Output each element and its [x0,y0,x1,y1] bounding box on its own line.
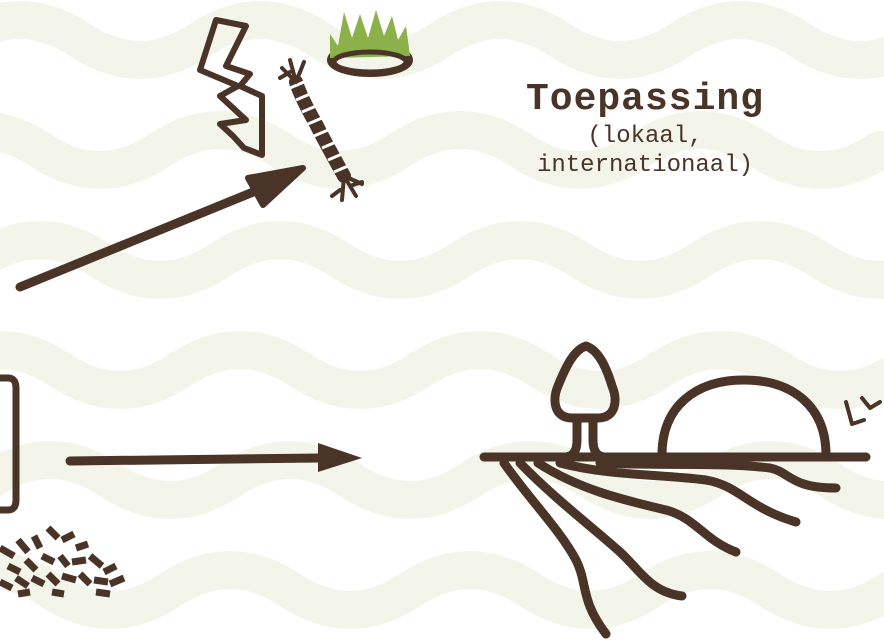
container-outline-icon [0,378,16,510]
wood-pellets-icon [0,528,124,594]
diagram-subtitle-line2: internationaal) [500,151,790,180]
grass-ring-icon [330,10,410,74]
arrow-lower [70,443,362,472]
arrow-upper [20,168,303,287]
landscape-tree-sun-icon [484,346,880,634]
lightning-bolt-icon [200,20,262,155]
title-block: Toepassing (lokaal, internationaal) [500,78,790,180]
diagram-title: Toepassing [500,78,790,122]
diagram-subtitle-line1: (lokaal, [500,122,790,151]
